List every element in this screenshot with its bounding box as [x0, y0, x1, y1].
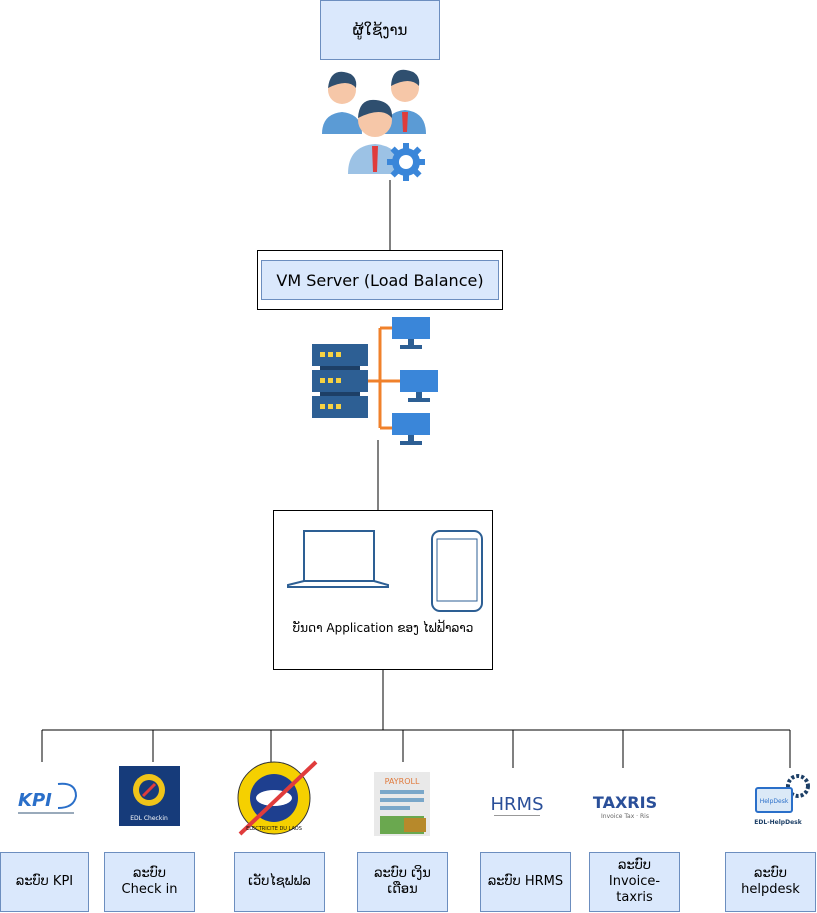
payroll-logo-text: PAYROLL — [385, 777, 420, 786]
users-label: ຜູ້ໃຊ້ງານ — [352, 21, 408, 39]
payroll-logo: PAYROLL — [374, 772, 430, 836]
users-gear-icon — [322, 69, 426, 181]
system-box-payroll: ລະບົບ ເງິນເດືອນ — [357, 852, 448, 912]
tablet-icon — [431, 530, 483, 612]
laptop-icon — [287, 530, 389, 588]
helpdesk-logo-sub: EDL-HelpDesk — [754, 819, 802, 826]
applications-box: ບັນດາ Application ຂອງ ໄຟຟ້າລາວ — [273, 510, 493, 670]
server-label: VM Server (Load Balance) — [276, 270, 484, 290]
kpi-logo-text: KPI — [18, 790, 52, 811]
system-box-taxris: ລະບົບ Invoice-taxris — [589, 852, 680, 912]
system-box-kpi: ລະບົບ KPI — [0, 852, 89, 912]
helpdesk-logo: HelpDesk EDL-HelpDesk — [754, 774, 810, 826]
server-network-icon — [312, 317, 438, 445]
system-box-website: ເວັບໄຊຟຟລ — [234, 852, 325, 912]
users-box: ຜູ້ໃຊ້ງານ — [320, 0, 440, 60]
helpdesk-logo-text: HelpDesk — [760, 798, 789, 805]
system-label-helpdesk: ລະບົບ helpdesk — [741, 865, 800, 897]
taxris-logo-text: TAXRIS — [593, 793, 657, 812]
taxris-logo: TAXRIS Invoice Tax · Ris — [593, 793, 657, 820]
system-label-hrms: ລະບົບ HRMS — [487, 873, 564, 889]
kpi-logo: KPI — [18, 782, 78, 814]
system-box-hrms: ລະບົບ HRMS — [480, 852, 571, 912]
edl-seal-text: ELECTRICITE DU LAOS — [246, 826, 302, 832]
checkin-logo-text: EDL Checkin — [130, 815, 168, 822]
server-box: VM Server (Load Balance) — [261, 260, 499, 300]
server-container: VM Server (Load Balance) — [257, 250, 503, 310]
applications-label: ບັນດາ Application ຂອງ ໄຟຟ້າລາວ — [292, 621, 474, 635]
taxris-logo-sub: Invoice Tax · Ris — [601, 813, 649, 820]
system-label-website: ເວັບໄຊຟຟລ — [248, 873, 311, 889]
system-box-checkin: ລະບົບ Check in — [104, 852, 195, 912]
system-label-kpi: ລະບົບ KPI — [15, 873, 74, 889]
system-box-helpdesk: ລະບົບ helpdesk — [725, 852, 816, 912]
system-label-taxris: ລະບົບ Invoice-taxris — [608, 857, 661, 906]
checkin-logo: EDL Checkin — [119, 766, 180, 826]
system-label-payroll: ລະບົບ ເງິນເດືອນ — [374, 865, 431, 897]
system-label-checkin: ລະບົບ Check in — [121, 865, 178, 897]
hrms-logo: HRMS — [491, 794, 544, 816]
hrms-logo-text: HRMS — [491, 794, 544, 815]
edl-seal-logo: ELECTRICITE DU LAOS — [237, 760, 318, 836]
